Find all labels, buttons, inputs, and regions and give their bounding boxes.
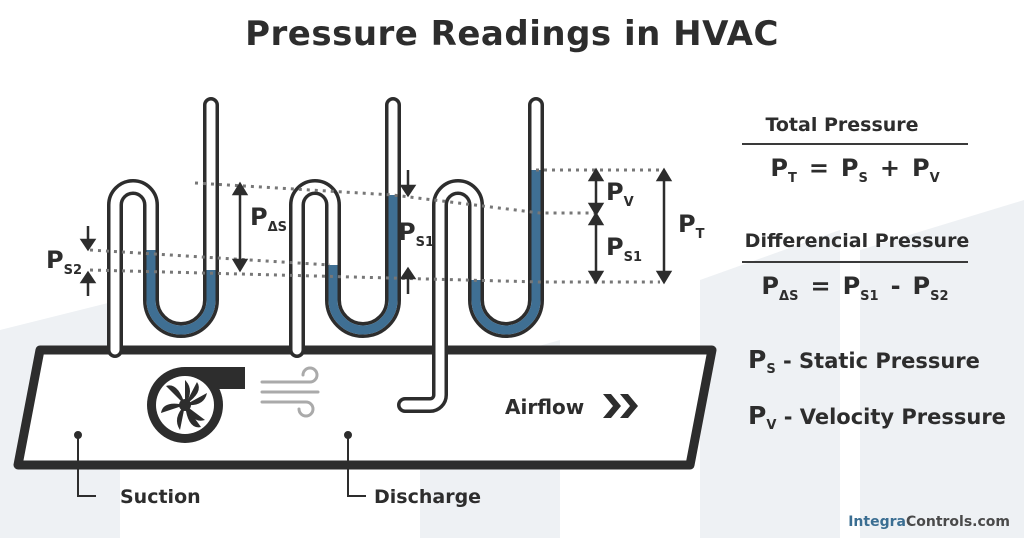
legend-velocity-pressure: PV - Velocity Pressure [748,401,1006,434]
page-title: Pressure Readings in HVAC [245,14,779,54]
label-pt: PT [678,210,705,242]
dimension-arrows [79,167,673,296]
manometer-differential [107,97,219,358]
total-pressure-formula: PT=PS+PV [770,154,940,186]
leader-lines [74,431,366,497]
duct [13,345,717,470]
wind-icon [260,366,320,418]
fan-icon [147,367,245,443]
label-airflow: Airflow [505,395,584,419]
level-lines [89,168,660,284]
footer-brand: IntegraControls.com [848,514,1010,530]
differential-pressure-formula: PΔS=PS1-PS2 [761,272,949,304]
manometer-static [289,97,401,358]
differential-pressure-rule [742,261,968,263]
label-pds: PΔS [250,203,287,235]
total-pressure-rule [742,143,968,145]
airflow-chevrons-icon [603,394,638,418]
differential-pressure-heading: Differencial Pressure [744,230,970,252]
manometer-total [397,97,544,413]
label-suction: Suction [120,486,201,508]
total-pressure-heading: Total Pressure [765,114,919,136]
label-discharge: Discharge [374,486,481,508]
label-pv: PV [606,178,634,210]
label-ps1: PS1 [398,218,434,250]
label-ps1-right: PS1 [606,233,642,265]
label-ps2: PS2 [46,246,82,278]
legend-static-pressure: PS - Static Pressure [748,345,980,378]
